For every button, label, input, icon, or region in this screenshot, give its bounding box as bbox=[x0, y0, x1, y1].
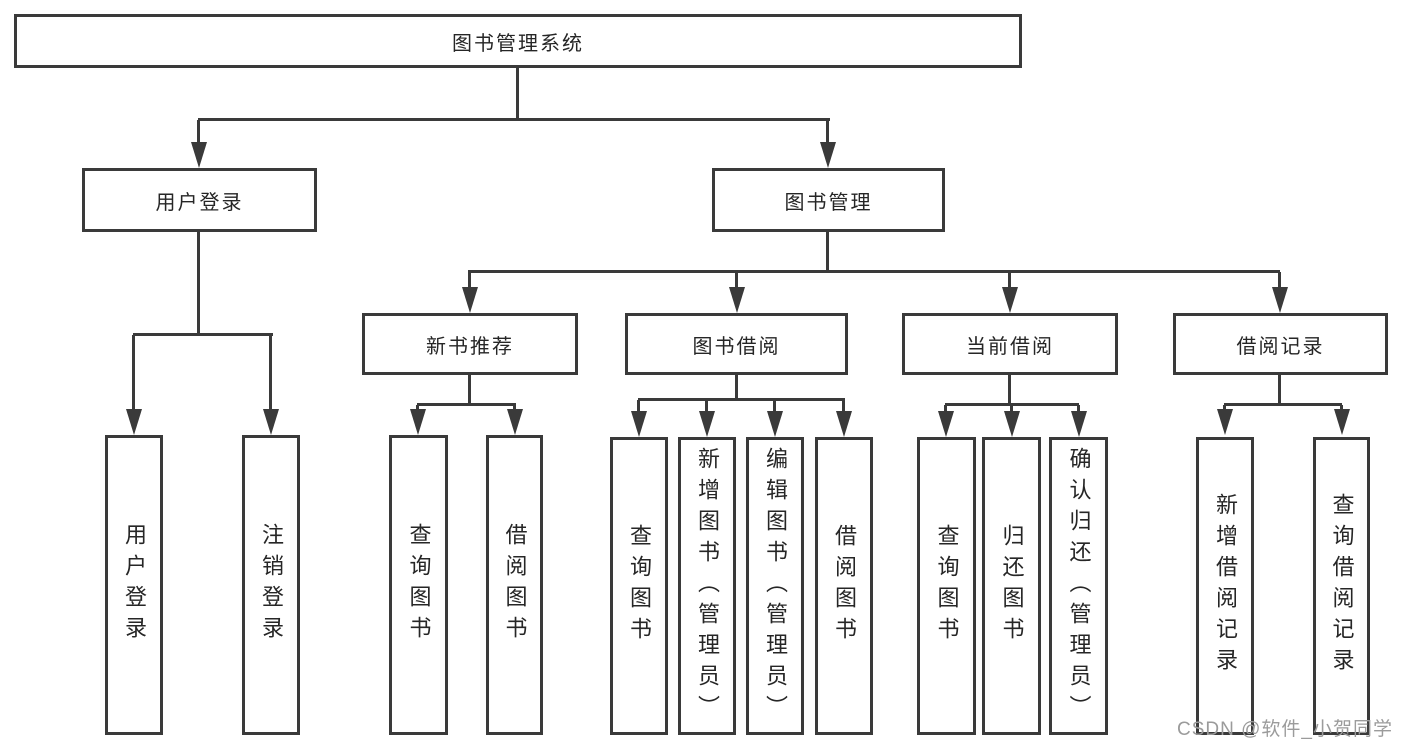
connector-drop bbox=[773, 400, 776, 413]
node-leaf-borrow-books-recommend: 借阅图书 bbox=[486, 435, 543, 735]
arrow-down-icon bbox=[836, 411, 852, 437]
arrow-down-icon bbox=[507, 409, 523, 435]
node-leaf-add-borrow-record: 新增借阅记录 bbox=[1196, 437, 1254, 735]
node-leaf-query-books-borrow: 查询图书 bbox=[610, 437, 668, 735]
arrow-down-icon bbox=[263, 409, 279, 435]
node-leaf-confirm-return-admin: 确认归还（管理员） bbox=[1049, 437, 1108, 735]
connector-root-stub bbox=[516, 68, 519, 120]
arrow-down-icon bbox=[699, 411, 715, 437]
node-leaf-return-books: 归还图书 bbox=[982, 437, 1041, 735]
node-borrow-records: 借阅记录 bbox=[1173, 313, 1388, 375]
arrow-down-icon bbox=[1334, 409, 1350, 435]
arrow-down-icon bbox=[1272, 287, 1288, 313]
arrow-down-icon bbox=[820, 142, 836, 168]
connector-stub bbox=[468, 375, 471, 405]
connector-rail bbox=[1224, 403, 1342, 406]
watermark: CSDN @软件_小贺同学 bbox=[1177, 719, 1393, 740]
connector-drop bbox=[197, 120, 200, 146]
node-leaf-add-book-admin: 新增图书（管理员） bbox=[678, 437, 736, 735]
node-leaf-query-books-current: 查询图书 bbox=[917, 437, 976, 735]
connector-drop bbox=[637, 400, 640, 413]
arrow-down-icon bbox=[462, 287, 478, 313]
connector-userlogin-stub bbox=[197, 232, 200, 335]
node-leaf-borrow-books: 借阅图书 bbox=[815, 437, 873, 735]
connector-drop bbox=[1077, 405, 1080, 413]
node-book-borrow: 图书借阅 bbox=[625, 313, 848, 375]
node-leaf-edit-book-admin: 编辑图书（管理员） bbox=[746, 437, 804, 735]
arrow-down-icon bbox=[126, 409, 142, 435]
node-book-management: 图书管理 bbox=[712, 168, 945, 232]
arrow-down-icon bbox=[729, 287, 745, 313]
connector-drop bbox=[705, 400, 708, 413]
arrow-down-icon bbox=[631, 411, 647, 437]
connector-rail-userlogin bbox=[133, 333, 273, 336]
connector-stub bbox=[1008, 375, 1011, 405]
connector-rail-level2 bbox=[198, 118, 830, 121]
connector-bookmgmt-stub bbox=[826, 232, 829, 272]
connector-drop bbox=[735, 272, 738, 289]
connector-drop bbox=[944, 405, 947, 413]
connector-drop bbox=[468, 272, 471, 289]
arrow-down-icon bbox=[1217, 409, 1233, 435]
arrow-down-icon bbox=[1004, 411, 1020, 437]
arrow-down-icon bbox=[1071, 411, 1087, 437]
node-current-borrow: 当前借阅 bbox=[902, 313, 1118, 375]
connector-drop bbox=[1278, 272, 1281, 289]
node-root: 图书管理系统 bbox=[14, 14, 1022, 68]
arrow-down-icon bbox=[410, 409, 426, 435]
node-leaf-logout: 注销登录 bbox=[242, 435, 300, 735]
connector-stub bbox=[1278, 375, 1281, 405]
connector-drop bbox=[842, 400, 845, 413]
connector-drop bbox=[132, 335, 135, 411]
arrow-down-icon bbox=[767, 411, 783, 437]
node-leaf-query-borrow-record: 查询借阅记录 bbox=[1313, 437, 1370, 735]
node-leaf-query-books-recommend: 查询图书 bbox=[389, 435, 448, 735]
connector-rail bbox=[417, 403, 516, 406]
arrow-down-icon bbox=[191, 142, 207, 168]
connector-rail bbox=[638, 398, 845, 401]
connector-drop bbox=[1008, 272, 1011, 289]
node-new-book-recommend: 新书推荐 bbox=[362, 313, 578, 375]
node-user-login: 用户登录 bbox=[82, 168, 317, 232]
connector-drop bbox=[269, 335, 272, 411]
arrow-down-icon bbox=[938, 411, 954, 437]
connector-rail bbox=[945, 403, 1079, 406]
connector-stub bbox=[735, 375, 738, 400]
arrow-down-icon bbox=[1002, 287, 1018, 313]
connector-drop bbox=[1010, 405, 1013, 413]
connector-drop bbox=[826, 120, 829, 146]
connector-rail-level3 bbox=[468, 270, 1280, 273]
node-leaf-user-login: 用户登录 bbox=[105, 435, 163, 735]
